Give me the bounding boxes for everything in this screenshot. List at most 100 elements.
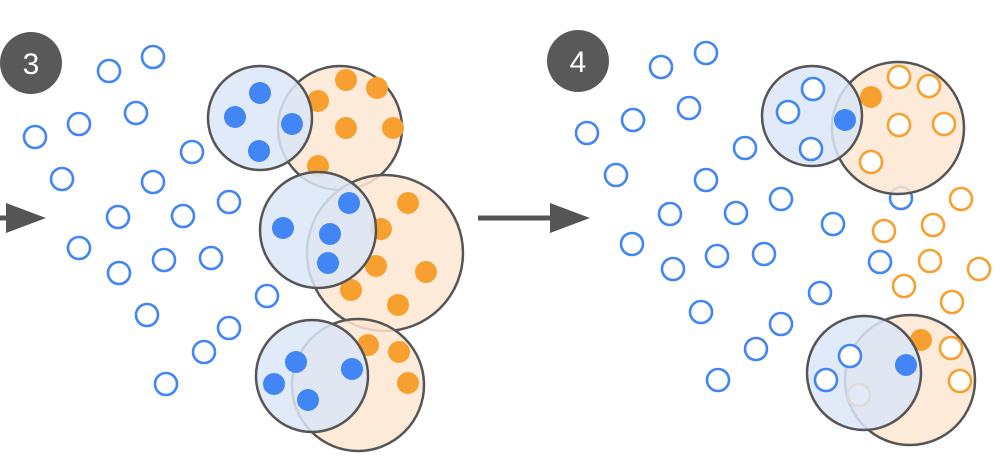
orange-point	[335, 117, 357, 139]
unlabeled-point	[820, 211, 846, 237]
blue-point	[281, 113, 303, 135]
unlabeled-point	[807, 280, 833, 306]
blue-point	[249, 82, 271, 104]
unlabeled-point	[867, 249, 893, 275]
blue-cluster-circle	[760, 64, 864, 168]
unlabeled-point	[693, 167, 719, 193]
panel-3-unlabeled-points	[22, 44, 280, 397]
orange-point	[916, 73, 942, 99]
blue-point	[338, 192, 360, 214]
middle-arrow-head	[550, 203, 590, 233]
step-badge-4-label: 4	[570, 46, 587, 79]
unlabeled-point	[151, 247, 177, 273]
unlabeled-point	[254, 283, 280, 309]
unlabeled-point	[657, 201, 683, 227]
orange-point	[415, 261, 437, 283]
unlabeled-point	[743, 336, 769, 362]
orange-point	[387, 294, 409, 316]
orange-point	[382, 117, 404, 139]
step-badge-4-circle	[547, 30, 609, 92]
unlabeled-orange-point	[939, 289, 965, 315]
orange-point	[397, 192, 419, 214]
unlabeled-point	[723, 200, 749, 226]
unlabeled-point	[620, 107, 646, 133]
left-incoming-arrow	[0, 203, 46, 233]
blue-point	[248, 140, 270, 162]
step-badge-3-circle	[0, 32, 62, 94]
unlabeled-point	[106, 260, 132, 286]
unlabeled-point	[191, 339, 217, 365]
blue-cluster-circle	[805, 314, 923, 432]
unlabeled-orange-point	[891, 273, 917, 299]
orange-anchor-point	[860, 86, 882, 108]
step-badge-4: 4	[547, 30, 609, 92]
panel-3-cluster-middle	[258, 170, 465, 333]
blue-point	[263, 373, 285, 395]
blue-anchor-point	[834, 109, 856, 131]
blue-point	[837, 343, 863, 369]
unlabeled-point	[216, 315, 242, 341]
unlabeled-point	[688, 299, 714, 325]
blue-cluster-circle	[254, 318, 370, 434]
blue-point	[813, 367, 839, 393]
orange-point	[388, 341, 410, 363]
unlabeled-point	[751, 241, 777, 267]
unlabeled-point	[179, 139, 205, 165]
unlabeled-orange-point	[871, 218, 897, 244]
unlabeled-orange-point	[920, 212, 946, 238]
unlabeled-point	[574, 120, 600, 146]
unlabeled-point	[22, 124, 48, 150]
blue-point	[317, 252, 339, 274]
unlabeled-point	[49, 166, 75, 192]
blue-point	[341, 358, 363, 380]
unlabeled-point	[693, 40, 719, 66]
orange-point	[886, 112, 912, 138]
orange-point	[397, 372, 419, 394]
unlabeled-point	[170, 203, 196, 229]
blue-point	[319, 223, 341, 245]
orange-point	[886, 64, 912, 90]
unlabeled-point	[140, 169, 166, 195]
unlabeled-point	[105, 204, 131, 230]
blue-point	[775, 99, 801, 125]
unlabeled-point	[705, 367, 731, 393]
orange-point	[335, 69, 357, 91]
panel-3-cluster-top	[206, 64, 404, 192]
unlabeled-point	[704, 243, 730, 269]
unlabeled-point	[732, 135, 758, 161]
orange-point	[365, 255, 387, 277]
unlabeled-point	[140, 44, 166, 70]
unlabeled-orange-point	[948, 186, 974, 212]
unlabeled-point	[216, 189, 242, 215]
unlabeled-point	[198, 245, 224, 271]
blue-point	[297, 389, 319, 411]
unlabeled-point	[96, 58, 122, 84]
unlabeled-point	[66, 111, 92, 137]
unlabeled-point	[676, 95, 702, 121]
unlabeled-point	[648, 54, 674, 80]
orange-point	[340, 279, 362, 301]
orange-point	[366, 77, 388, 99]
unlabeled-point	[768, 311, 794, 337]
blue-point	[798, 136, 824, 162]
step-badge-3-label: 3	[23, 48, 40, 81]
step-badge-3: 3	[0, 32, 62, 94]
panel-4-cluster-bottom	[805, 313, 977, 447]
orange-anchor-point	[910, 329, 932, 351]
blue-point	[285, 351, 307, 373]
orange-point	[938, 335, 964, 361]
unlabeled-point	[123, 100, 149, 126]
left-incoming-arrow-head	[6, 203, 46, 233]
orange-point	[947, 368, 973, 394]
unlabeled-point	[66, 235, 92, 261]
unlabeled-point	[153, 371, 179, 397]
middle-arrow	[478, 203, 590, 233]
panel-4-unlabeled-points	[574, 40, 992, 393]
blue-point	[224, 106, 246, 128]
unlabeled-point	[603, 162, 629, 188]
unlabeled-orange-point	[966, 256, 992, 282]
panel-3-cluster-bottom	[254, 317, 426, 453]
panel-4-cluster-top	[760, 60, 966, 196]
unlabeled-orange-point	[917, 248, 943, 274]
